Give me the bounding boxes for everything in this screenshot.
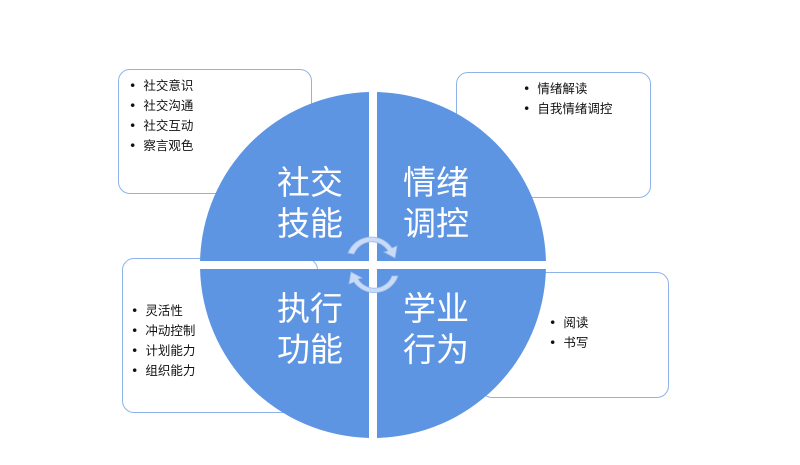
list-item: 阅读 [549, 313, 588, 333]
list-item: 组织能力 [131, 361, 195, 381]
label-line: 行为 [403, 330, 469, 369]
quadrant-label-emotion-regulation: 情绪 调控 [396, 162, 476, 244]
label-line: 执行 [277, 289, 343, 328]
social-skills-list: 社交意识 社交沟通 社交互动 察言观色 [129, 76, 193, 156]
quadrant-bottom-left [200, 269, 369, 438]
cycle-arrow-icon [347, 236, 399, 294]
label-line: 功能 [277, 330, 343, 369]
quadrant-label-academic-behavior: 学业 行为 [396, 288, 476, 370]
emotion-regulation-list: 情绪解读 自我情绪调控 [523, 79, 612, 119]
list-item: 冲动控制 [131, 321, 195, 341]
label-line: 技能 [277, 204, 343, 243]
label-line: 社交 [277, 163, 343, 202]
quadrant-bottom-right [377, 269, 546, 438]
quadrant-top-left [200, 92, 369, 261]
list-item: 社交意识 [129, 76, 193, 96]
quadrant-label-social-skills: 社交 技能 [270, 162, 350, 244]
quadrant-top-right [377, 92, 546, 261]
list-item: 社交沟通 [129, 96, 193, 116]
label-line: 学业 [403, 289, 469, 328]
list-item: 计划能力 [131, 341, 195, 361]
label-line: 调控 [403, 204, 469, 243]
academic-behavior-list: 阅读 书写 [549, 313, 588, 353]
list-item: 察言观色 [129, 136, 193, 156]
list-item: 自我情绪调控 [523, 99, 612, 119]
executive-function-list: 灵活性 冲动控制 计划能力 组织能力 [131, 301, 195, 381]
list-item: 灵活性 [131, 301, 195, 321]
list-item: 书写 [549, 333, 588, 353]
label-line: 情绪 [403, 163, 469, 202]
quadrant-label-executive-function: 执行 功能 [270, 288, 350, 370]
list-item: 社交互动 [129, 116, 193, 136]
list-item: 情绪解读 [523, 79, 612, 99]
